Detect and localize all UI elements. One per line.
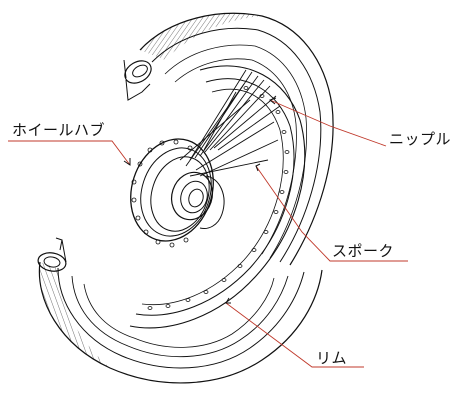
tire-upper (123, 12, 334, 266)
wheel-hub (130, 138, 225, 248)
spokes (179, 69, 281, 177)
leader-nipple (269, 99, 387, 147)
leader-spoke (255, 165, 408, 262)
label-spoke: スポーク (332, 242, 395, 260)
tire-lower (37, 237, 323, 384)
label-nipple: ニップル (389, 130, 452, 148)
leader-hub (8, 140, 131, 166)
rim (129, 65, 306, 329)
leader-lines (8, 99, 408, 368)
label-wheel-hub: ホイールハブ (12, 121, 106, 139)
arrowheads (123, 97, 277, 304)
label-rim: リム (316, 349, 348, 367)
leader-rim (225, 302, 364, 368)
